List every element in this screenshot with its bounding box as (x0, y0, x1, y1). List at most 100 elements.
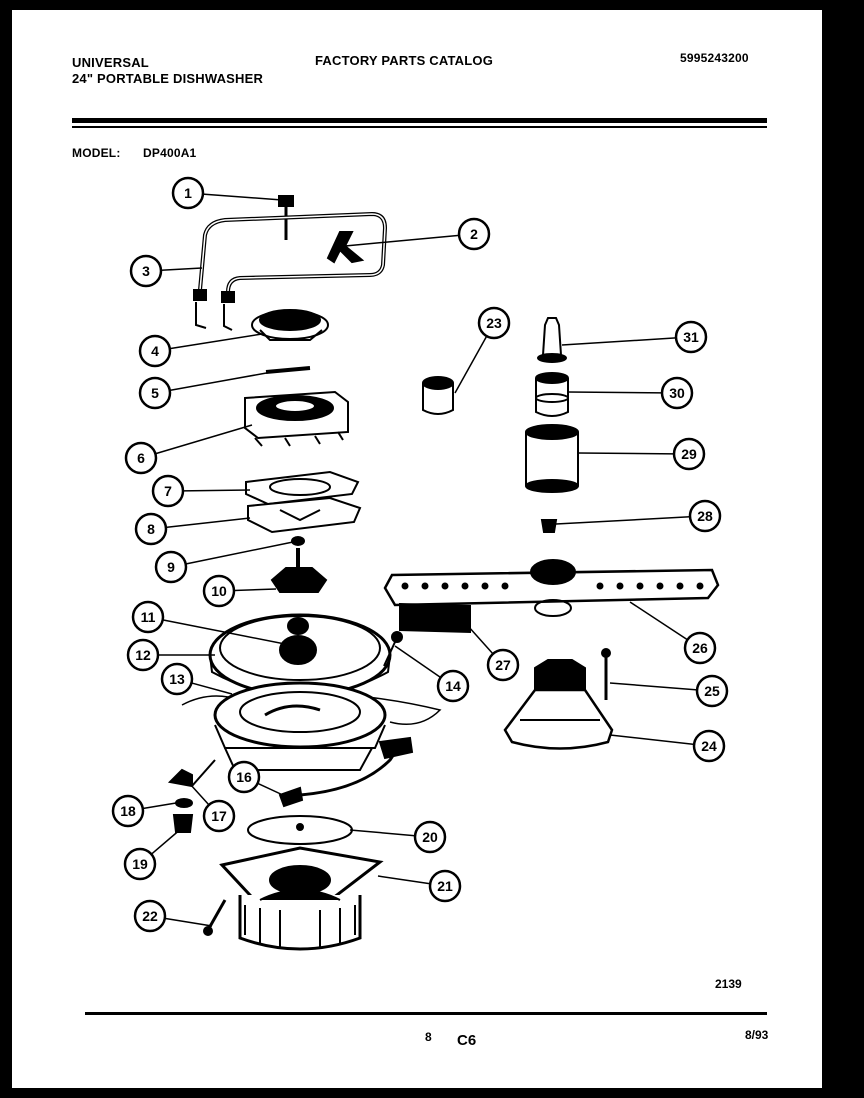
callout-12: 12 (126, 638, 160, 672)
callout-circle (138, 334, 172, 368)
callout-9: 9 (154, 550, 188, 584)
callout-number: 4 (151, 343, 159, 359)
section-code: C6 (457, 1032, 477, 1049)
part-clamp-16 (278, 736, 414, 808)
callout-circle (227, 760, 261, 794)
callout-circle (428, 869, 462, 903)
callout-circle (124, 441, 158, 475)
callout-31: 31 (674, 320, 708, 354)
callout-leader-5 (169, 371, 273, 392)
part-nut-4 (251, 309, 329, 341)
part-cap-23 (422, 376, 454, 415)
callout-leader-2 (344, 234, 460, 247)
callout-number: 13 (169, 671, 185, 687)
callout-leader-27 (467, 625, 494, 655)
spray-arm-holes (401, 582, 704, 590)
part-clip-2 (326, 231, 365, 264)
callout-4: 4 (138, 334, 172, 368)
callout-leader-26 (629, 601, 688, 641)
callout-number: 22 (142, 908, 158, 924)
callout-leader-29 (577, 452, 675, 455)
part-gasket-7 (245, 470, 360, 506)
callout-6: 6 (124, 441, 158, 475)
callout-leader-7 (182, 489, 251, 492)
spray-hole (441, 582, 449, 590)
callout-18: 18 (111, 794, 145, 828)
callout-circle (126, 638, 160, 672)
model-label: MODEL: (72, 146, 121, 160)
callout-leader-4 (169, 333, 263, 350)
callout-circle (660, 376, 694, 410)
part-tube-29 (525, 424, 579, 493)
callout-number: 19 (132, 856, 148, 872)
callout-circle (486, 648, 520, 682)
brand-name: UNIVERSAL (72, 55, 149, 70)
callout-circle (413, 820, 447, 854)
model-value: DP400A1 (143, 146, 197, 160)
part-link-17 (191, 759, 216, 787)
callout-20: 20 (413, 820, 447, 854)
spray-hole (421, 582, 429, 590)
callout-25: 25 (695, 674, 729, 708)
part-tube-31 (537, 317, 567, 363)
part-screw-25 (601, 648, 611, 700)
part-washer-9 (291, 536, 305, 546)
callout-number: 6 (137, 450, 145, 466)
callout-24: 24 (692, 729, 726, 763)
callout-leaders (142, 193, 698, 927)
callout-leader-21 (377, 875, 431, 885)
spray-hole (616, 582, 624, 590)
callout-2: 2 (457, 217, 491, 251)
callout-leader-14 (394, 645, 442, 679)
callout-leader-28 (555, 516, 691, 525)
callout-leader-3 (160, 267, 203, 271)
callout-28: 28 (688, 499, 722, 533)
callout-leader-31 (561, 337, 677, 346)
callout-10: 10 (202, 574, 236, 608)
callout-29: 29 (672, 437, 706, 471)
part-plug-19 (172, 814, 194, 833)
callout-14: 14 (436, 669, 470, 703)
part-washer-18 (175, 798, 193, 808)
callout-number: 31 (683, 329, 699, 345)
callout-number: 26 (692, 640, 708, 656)
callout-circle (160, 662, 194, 696)
callout-number: 28 (697, 508, 713, 524)
part-illustrations (167, 195, 720, 951)
footer-rule (85, 1012, 767, 1015)
callout-number: 9 (167, 559, 175, 575)
spray-hole (636, 582, 644, 590)
callout-number: 17 (211, 808, 227, 824)
part-plate-8 (247, 496, 362, 534)
callout-leader-8 (165, 517, 251, 529)
callout-5: 5 (138, 376, 172, 410)
spray-hole (696, 582, 704, 590)
part-sump-13 (181, 681, 442, 771)
callout-circle (138, 376, 172, 410)
callout-leader-6 (155, 424, 253, 455)
callout-number: 21 (437, 878, 453, 894)
callout-circle (477, 306, 511, 340)
callout-leader-30 (567, 391, 663, 394)
callout-27: 27 (486, 648, 520, 682)
callout-26: 26 (683, 631, 717, 665)
catalog-number: 5995243200 (680, 51, 749, 65)
revision-date: 8/93 (745, 1028, 769, 1042)
callout-30: 30 (660, 376, 694, 410)
callout-leader-16 (257, 782, 286, 797)
callout-number: 16 (236, 769, 252, 785)
part-screw-1 (278, 195, 294, 240)
callout-8: 8 (134, 512, 168, 546)
spray-hole (501, 582, 509, 590)
callout-leader-19 (150, 827, 183, 855)
callout-circle (674, 320, 708, 354)
callout-circle (129, 254, 163, 288)
spray-hole (676, 582, 684, 590)
callout-circle (154, 550, 188, 584)
part-tube-3 (193, 211, 388, 331)
callout-number: 25 (704, 683, 720, 699)
spray-hole (596, 582, 604, 590)
page-number: 8 (425, 1030, 432, 1044)
callout-leader-20 (349, 829, 416, 837)
